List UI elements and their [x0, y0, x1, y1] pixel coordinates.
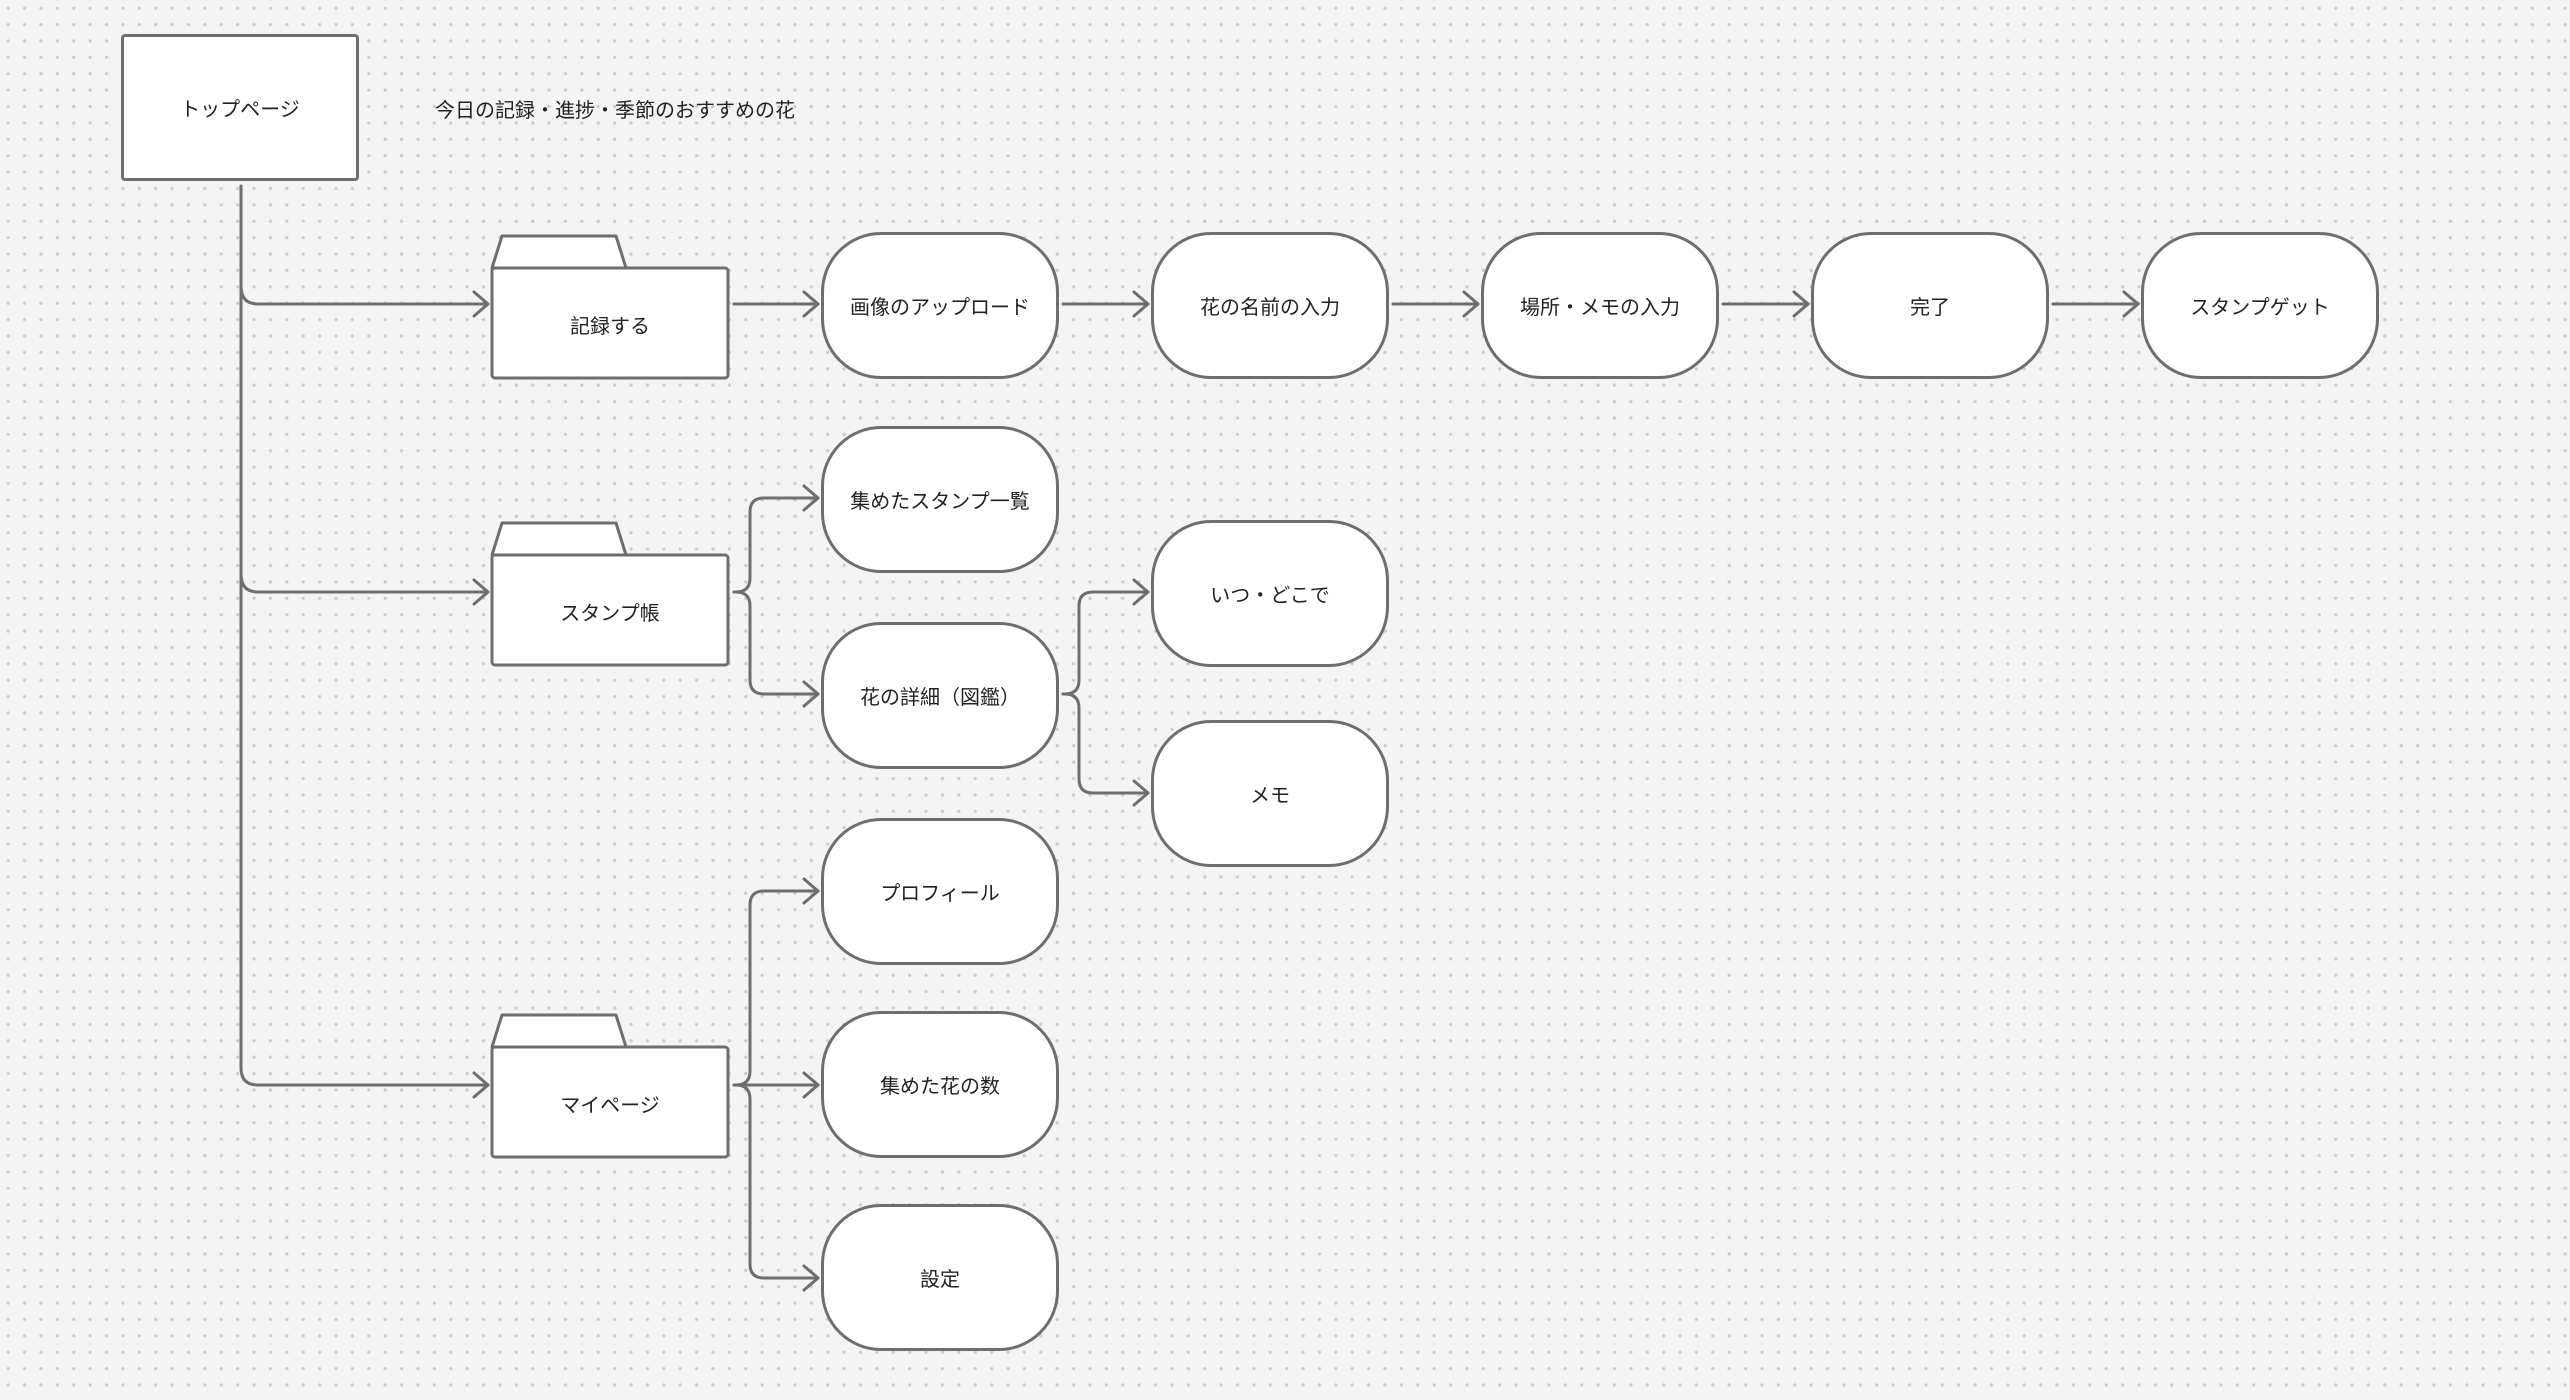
node-settings[interactable]: 設定 [821, 1204, 1059, 1351]
edge-root-to-stamp-book-head [472, 578, 490, 606]
node-stamp-list-label: 集めたスタンプ一覧 [850, 489, 1030, 513]
edge-detail-to-when-where [1061, 590, 1150, 696]
edge-root-to-stamp-book [239, 572, 490, 594]
edge-stamp-book-to-list-head [802, 484, 820, 512]
node-flower-detail-label: 花の詳細（図鑑） [860, 685, 1020, 709]
edge-detail-to-when-where-head [1132, 578, 1150, 606]
edge-mypage-to-settings-head [802, 1264, 820, 1292]
edge-root-to-record-head [472, 290, 490, 318]
edge-mypage-to-profile-head [802, 877, 820, 905]
step-complete-label: 完了 [1910, 295, 1950, 319]
edge-stamp-book-to-detail [732, 590, 820, 696]
edge-root-to-mypage-head [472, 1071, 490, 1099]
edge-mypage-to-profile [732, 889, 820, 1087]
node-profile[interactable]: プロフィール [821, 818, 1059, 965]
step-place-memo-input-label: 場所・メモの入力 [1520, 295, 1680, 319]
edge-complete-to-stamp-head [2122, 290, 2140, 318]
top-page-note: 今日の記録・進捗・季節のおすすめの花 [435, 98, 795, 122]
node-stamp-list[interactable]: 集めたスタンプ一覧 [821, 426, 1059, 573]
step-image-upload-label: 画像のアップロード [850, 295, 1030, 319]
node-when-where[interactable]: いつ・どこで [1151, 520, 1389, 667]
node-flower-detail[interactable]: 花の詳細（図鑑） [821, 622, 1059, 769]
folder-mypage[interactable]: マイページ [490, 1011, 730, 1159]
folder-icon [490, 1013, 730, 1159]
edge-mypage-to-settings [732, 1083, 820, 1280]
edge-root-to-record [239, 284, 490, 306]
node-settings-label: 設定 [920, 1267, 960, 1291]
step-flower-name-input-label: 花の名前の入力 [1200, 295, 1340, 319]
folder-stamp-book-label: スタンプ帳 [560, 601, 660, 625]
folder-icon [490, 521, 730, 667]
node-memo[interactable]: メモ [1151, 720, 1389, 867]
edge-stamp-book-to-detail-head [802, 680, 820, 708]
step-stamp-get-label: スタンプゲット [2190, 295, 2330, 319]
node-when-where-label: いつ・どこで [1210, 583, 1330, 607]
node-memo-label: メモ [1250, 783, 1290, 807]
step-complete[interactable]: 完了 [1811, 232, 2049, 379]
folder-record-label: 記録する [570, 314, 650, 338]
node-top-page-label: トップページ [180, 97, 300, 121]
edge-stamp-book-to-list [732, 496, 820, 594]
node-top-page[interactable]: トップページ [121, 34, 359, 181]
step-stamp-get[interactable]: スタンプゲット [2141, 232, 2379, 379]
node-profile-label: プロフィール [880, 881, 1000, 905]
edge-place-to-complete-head [1792, 290, 1810, 318]
edge-root-to-mypage [239, 184, 490, 1087]
step-place-memo-input[interactable]: 場所・メモの入力 [1481, 232, 1719, 379]
edge-detail-to-memo-head [1132, 779, 1150, 807]
edge-detail-to-memo [1061, 692, 1150, 795]
step-flower-name-input[interactable]: 花の名前の入力 [1151, 232, 1389, 379]
edge-record-to-upload-head [802, 290, 820, 318]
folder-stamp-book[interactable]: スタンプ帳 [490, 519, 730, 667]
folder-mypage-label: マイページ [560, 1093, 660, 1117]
folder-record[interactable]: 記録する [490, 232, 730, 380]
node-collected-count[interactable]: 集めた花の数 [821, 1011, 1059, 1158]
node-collected-count-label: 集めた花の数 [880, 1074, 1000, 1098]
edge-upload-to-name-head [1132, 290, 1150, 318]
folder-icon [490, 234, 730, 380]
step-image-upload[interactable]: 画像のアップロード [821, 232, 1059, 379]
edge-name-to-place-head [1462, 290, 1480, 318]
edge-mypage-to-count-head [802, 1071, 820, 1099]
